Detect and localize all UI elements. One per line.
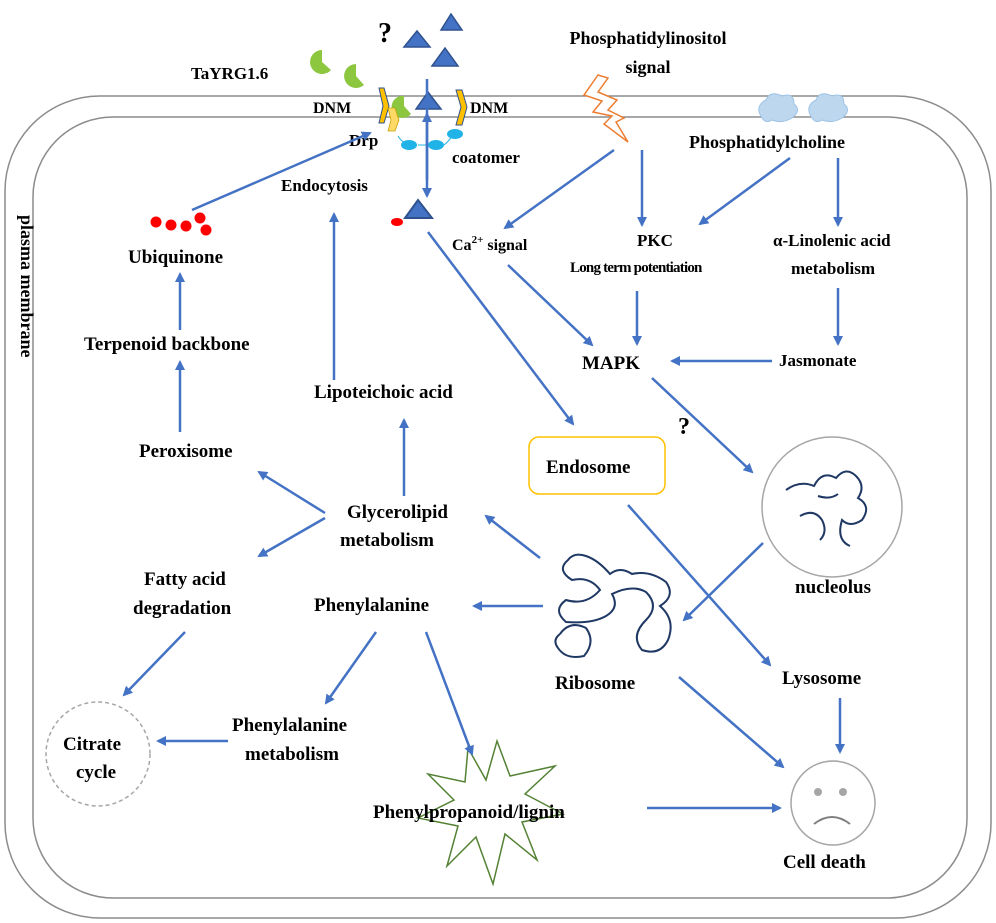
arrow-ribosome-to-glycerolipid xyxy=(484,514,541,559)
dnm-left-label: DNM xyxy=(313,100,351,117)
endocytosed-red-dot xyxy=(391,218,403,226)
question-mark-top: ? xyxy=(378,18,392,49)
lysosome-label: Lysosome xyxy=(782,668,861,689)
ubiquinone-dot-4 xyxy=(194,212,206,224)
citrate-label: Citrate xyxy=(63,734,121,755)
ca-signal-label: Ca2+ signal xyxy=(452,234,528,254)
ubiquinone-dot-3 xyxy=(180,220,192,232)
coatomer-icon-3 xyxy=(447,129,463,139)
glycerolipid-metabolism-label: metabolism xyxy=(340,530,434,551)
arrow-phenylalanine-to-phenylpropanoid xyxy=(424,631,474,756)
ubiquinone-dot-2 xyxy=(165,219,177,231)
fatty-acid-degradation-label: degradation xyxy=(133,598,232,619)
question-mark-mapk: ? xyxy=(678,414,690,440)
receptor-ligand-triangle-3 xyxy=(430,46,460,67)
jasmonate-label: Jasmonate xyxy=(779,351,857,370)
phenylpropanoid-label: Phenylpropanoid/lignin xyxy=(373,802,565,823)
nucleolus-label: nucleolus xyxy=(795,577,871,598)
fatty-acid-label: Fatty acid xyxy=(144,569,226,590)
arrow-ubiquinone-to-drp xyxy=(191,131,372,212)
phenylpropanoid-star xyxy=(415,738,566,887)
linolenic-metabolism-label: metabolism xyxy=(791,259,875,278)
cell-death-label: Cell death xyxy=(783,852,866,873)
membrane-receptor-triangle xyxy=(414,90,443,110)
phosphatidylinositol-signal-label: signal xyxy=(625,57,670,77)
endosome-box xyxy=(528,436,666,495)
arrow-nucleolus-to-ribosome xyxy=(682,542,764,622)
tayrg-ligand-icon-2 xyxy=(344,64,364,88)
sad-face-right-eye xyxy=(839,788,847,796)
nucleolus-circle xyxy=(761,436,903,578)
glycerolipid-label: Glycerolipid xyxy=(347,502,448,523)
phenylalanine-metabolism-line2: metabolism xyxy=(245,744,339,765)
arrow-ribosome-to-cell-death xyxy=(678,676,785,769)
terpenoid-label: Terpenoid backbone xyxy=(84,334,250,355)
arrow-ca-to-mapk xyxy=(507,264,594,347)
arrow-fatty-to-citrate xyxy=(122,631,186,697)
phosphatidylinositol-label: Phosphatidylinositol xyxy=(569,28,726,48)
cloud-icon-2 xyxy=(808,93,848,123)
dnm-right-icon xyxy=(455,89,468,126)
citrate-cycle-circle xyxy=(45,701,151,807)
arrow-endosome-to-lysosome xyxy=(627,504,772,667)
phosphatidylcholine-label: Phosphatidylcholine xyxy=(689,132,845,152)
endocytosed-receptor-triangle xyxy=(403,198,435,219)
long-term-potentiation-label: Long term potentiation xyxy=(570,260,703,276)
linolenic-acid-label: α-Linolenic acid xyxy=(773,231,891,250)
lipoteichoic-label: Lipoteichoic acid xyxy=(314,382,453,403)
plasma-membrane-label: plasma membrane xyxy=(17,215,37,358)
tayrg-label: TaYRG1.6 xyxy=(191,64,268,83)
ubiquinone-dot-5 xyxy=(200,224,212,236)
arrow-mapk-to-nucleolus xyxy=(651,377,754,474)
cycle-label: cycle xyxy=(76,762,116,783)
cloud-icon-1 xyxy=(758,93,798,123)
arrow-pi-to-ca xyxy=(503,148,615,230)
pkc-label: PKC xyxy=(637,231,673,250)
ribosome-label: Ribosome xyxy=(555,673,635,694)
dnm-left-icon xyxy=(378,87,390,124)
arrow-pc-to-pkc xyxy=(698,156,791,226)
coatomer-icon-2 xyxy=(428,140,444,150)
peroxisome-label: Peroxisome xyxy=(139,441,233,462)
chromatin-squiggle xyxy=(785,470,868,547)
pathway-arrows xyxy=(122,79,845,813)
outer-cell-membrane xyxy=(4,95,992,919)
ubiquinone-dot-1 xyxy=(150,216,162,228)
endocytosis-label: Endocytosis xyxy=(281,176,368,195)
sad-face-mouth xyxy=(813,816,851,825)
receptor-ligand-triangle-1 xyxy=(402,29,432,48)
mapk-label: MAPK xyxy=(582,353,640,374)
dnm-right-label: DNM xyxy=(470,100,508,117)
coatomer-label: coatomer xyxy=(452,148,520,167)
receptor-ligand-triangle-2 xyxy=(439,12,464,31)
ubiquinone-label: Ubiquinone xyxy=(128,247,223,268)
arrow-vesicle-to-endosome xyxy=(427,231,575,426)
phenylalanine-label: Phenylalanine xyxy=(314,595,429,616)
drp-icon xyxy=(387,107,400,132)
phenylalanine-metabolism-label: Phenylalanine xyxy=(232,715,347,736)
arrow-glycerolipid-to-fatty xyxy=(257,516,326,558)
sad-face-icon xyxy=(790,760,876,846)
tayrg-ligand-icon-1 xyxy=(310,50,331,74)
ribosome-squiggle xyxy=(554,553,672,658)
inner-cell-membrane xyxy=(32,116,968,899)
sad-face-left-eye xyxy=(814,788,822,796)
arrow-glycerolipid-to-peroxisome xyxy=(257,470,326,515)
endosome-label: Endosome xyxy=(546,457,630,478)
arrow-phenylalanine-to-phe-metabolism xyxy=(324,631,378,705)
lightning-icon xyxy=(582,74,629,143)
